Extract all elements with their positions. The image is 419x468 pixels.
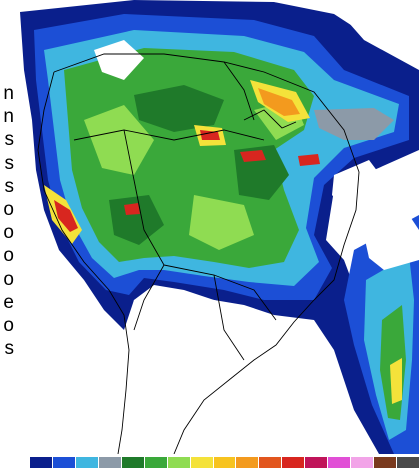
rain-zone-orange [258,88,300,116]
legend-swatch [144,457,167,468]
rain-zone-atlantic-yellow [390,358,402,404]
rain-zone-red-2 [200,130,220,140]
border-line-2 [123,129,165,266]
south-america-rainfall-map [14,0,419,454]
text-fragment: o [3,222,14,244]
text-fragment: s [4,175,15,197]
dry-zone-ocean-right [364,215,419,270]
dry-zone-caribbean [94,40,144,80]
legend-swatch [167,457,190,468]
legend-swatch [374,457,396,468]
legend-swatch [259,457,282,468]
color-scale-legend [30,457,419,468]
continent-outline-west [37,71,130,454]
text-fragment: e [3,291,14,313]
rain-zone-light-green [84,105,154,175]
border-line-3 [163,264,277,321]
rain-zone-red-3 [240,150,266,162]
text-fragment: n [3,83,14,104]
dry-zone-southern-cone [109,290,344,454]
legend-swatch [52,457,75,468]
legend-swatch [213,457,236,468]
rain-zone-dark-green [134,85,224,132]
border-line-1 [73,129,265,141]
legend-swatch [121,457,144,468]
text-fragment: s [4,338,15,360]
legend-swatch [305,457,328,468]
border-line-7 [223,61,255,121]
legend-swatch [190,457,213,468]
legend-swatch [75,457,98,468]
rain-zone-red-5 [124,203,140,215]
precipitation-map [14,0,419,454]
dry-zone-north-top [264,0,419,66]
clipped-text-column: n n s s s o o o o e o s [0,82,14,360]
text-fragment: o [3,198,14,220]
border-line-6 [243,109,297,129]
legend-swatch [236,457,259,468]
rain-zone-red [54,200,78,232]
text-fragment: o [3,268,14,290]
rain-zone-gray [314,108,394,140]
rain-zone-dark-green-3 [109,195,164,245]
border-line-5 [133,264,165,331]
text-fragment: o [3,245,14,267]
text-fragment: s [4,152,15,174]
legend-swatch [397,457,419,468]
text-fragment: s [4,129,15,151]
rain-zone-light-green-2 [189,195,254,250]
legend-swatch [282,457,305,468]
legend-swatch [98,457,121,468]
border-line-4 [213,274,245,361]
text-fragment: n [3,106,14,128]
legend-swatch [30,457,52,468]
country-borders [37,53,360,454]
legend-swatch [351,457,374,468]
text-fragment: o [3,314,14,336]
legend-swatch [328,457,351,468]
rain-zone-red-4 [298,154,320,166]
